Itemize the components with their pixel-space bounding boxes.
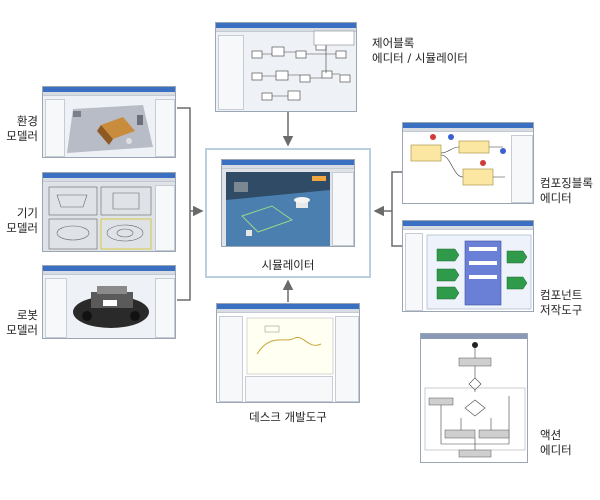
component-block-editor-label: 컴포징블록 에디터: [540, 176, 593, 205]
desk-dev-tool-label: 데스크 개발도구: [249, 410, 327, 424]
action-editor-label: 액션 에디터: [540, 428, 572, 457]
action-editor-screenshot: [420, 333, 528, 463]
robot-modeler-screenshot: [42, 265, 176, 339]
environment-modeler-label: 환경 모델러: [6, 114, 38, 143]
component-block-editor-screenshot: [402, 122, 534, 204]
desk-dev-tool-screenshot: [216, 303, 360, 403]
control-block-editor-label: 제어블록 에디터 / 시뮬레이터: [372, 36, 468, 65]
device-modeler-label: 기기 모델러: [6, 206, 38, 235]
robot-modeler-label: 로봇 모델러: [6, 308, 38, 337]
simulator-label: 시뮬레이터: [261, 258, 315, 272]
component-authoring-tool-label: 컴포넌트 저작도구: [540, 288, 583, 317]
right-bracket: [391, 171, 402, 247]
environment-modeler-screenshot: [42, 86, 176, 158]
simulator-screenshot: [221, 159, 355, 247]
device-modeler-screenshot: [42, 172, 176, 252]
component-authoring-tool-screenshot: [402, 220, 534, 312]
left-bracket: [177, 107, 191, 301]
control-block-editor-screenshot: [215, 22, 357, 112]
simulator-box: 시뮬레이터: [205, 148, 371, 278]
